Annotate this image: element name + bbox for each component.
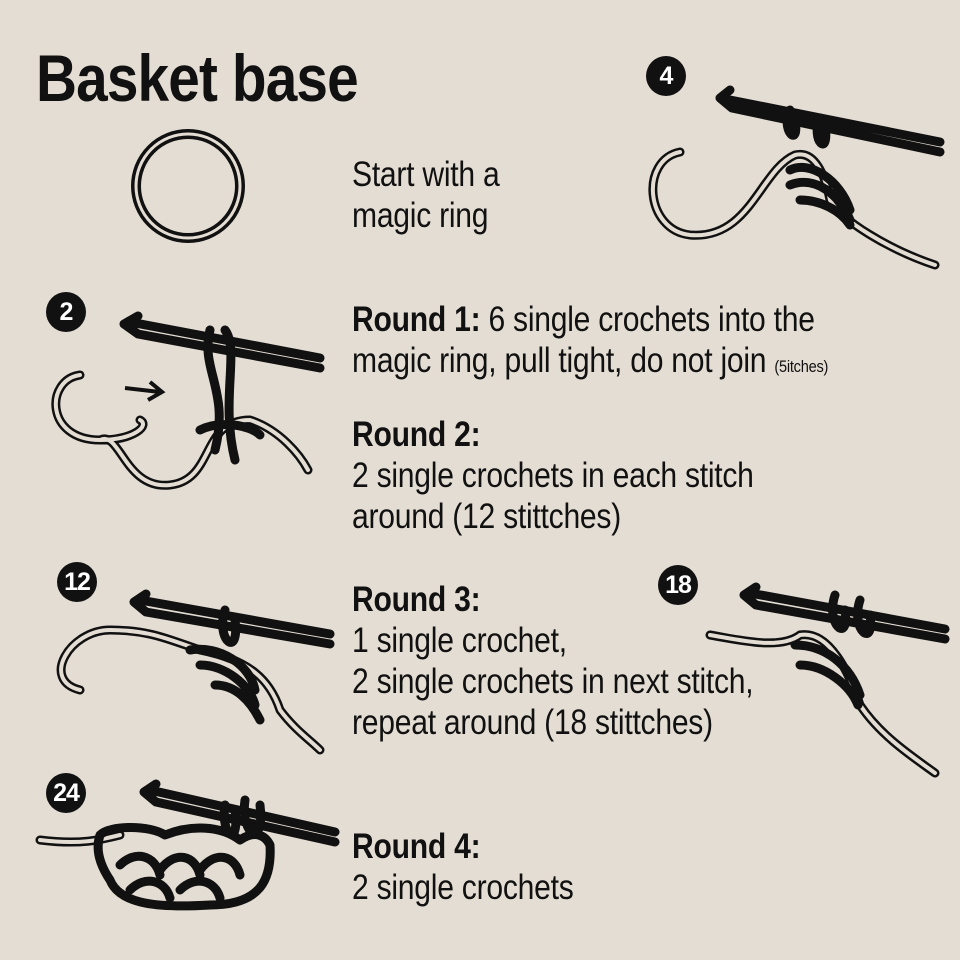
start-line-2: magic ring xyxy=(352,196,489,235)
round-2-text: Round 2: 2 single crochets in each stitc… xyxy=(352,414,754,537)
page-title: Basket base xyxy=(36,41,359,115)
round-3-label: Round 3: xyxy=(352,580,481,619)
hook-illustration-12 xyxy=(56,589,335,755)
step-badge-2: 2 xyxy=(46,292,86,332)
round-2-line-1: 2 single crochets in each stitch xyxy=(352,456,754,495)
round-1-note: (5itches) xyxy=(774,357,829,376)
round-1-line-1: 6 single crochets into the xyxy=(480,300,815,339)
round-3-line-3: repeat around (18 stittches) xyxy=(352,703,713,742)
round-1-label: Round 1: xyxy=(352,300,481,339)
round-1-text: Round 1: 6 single crochets into the magi… xyxy=(352,299,828,387)
start-step-text: Start with a magic ring xyxy=(352,154,500,236)
round-3-line-2: 2 single crochets in next stitch, xyxy=(352,662,754,701)
round-3-line-1: 1 single crochet, xyxy=(352,621,567,660)
step-badge-18: 18 xyxy=(658,565,698,605)
step-badge-12: 12 xyxy=(57,562,97,602)
hook-illustration-18 xyxy=(705,582,950,778)
round-4-text: Round 4: 2 single crochets xyxy=(352,826,574,908)
hook-illustration-2 xyxy=(51,311,325,490)
round-4-label: Round 4: xyxy=(352,827,481,866)
step-badge-24: 24 xyxy=(46,773,86,813)
hook-illustration-4 xyxy=(648,85,945,270)
round-2-line-2: around (12 stittches) xyxy=(352,497,621,536)
round-2-label: Round 2: xyxy=(352,415,481,454)
start-line-1: Start with a xyxy=(352,155,500,194)
step-badge-4: 4 xyxy=(646,56,686,96)
magic-ring-illustration xyxy=(131,129,245,243)
round-4-line-1: 2 single crochets xyxy=(352,868,574,907)
round-3-text: Round 3: 1 single crochet, 2 single croc… xyxy=(352,579,754,743)
round-1-line-2: magic ring, pull tight, do not join xyxy=(352,341,767,380)
hook-illustration-24 xyxy=(35,779,340,911)
